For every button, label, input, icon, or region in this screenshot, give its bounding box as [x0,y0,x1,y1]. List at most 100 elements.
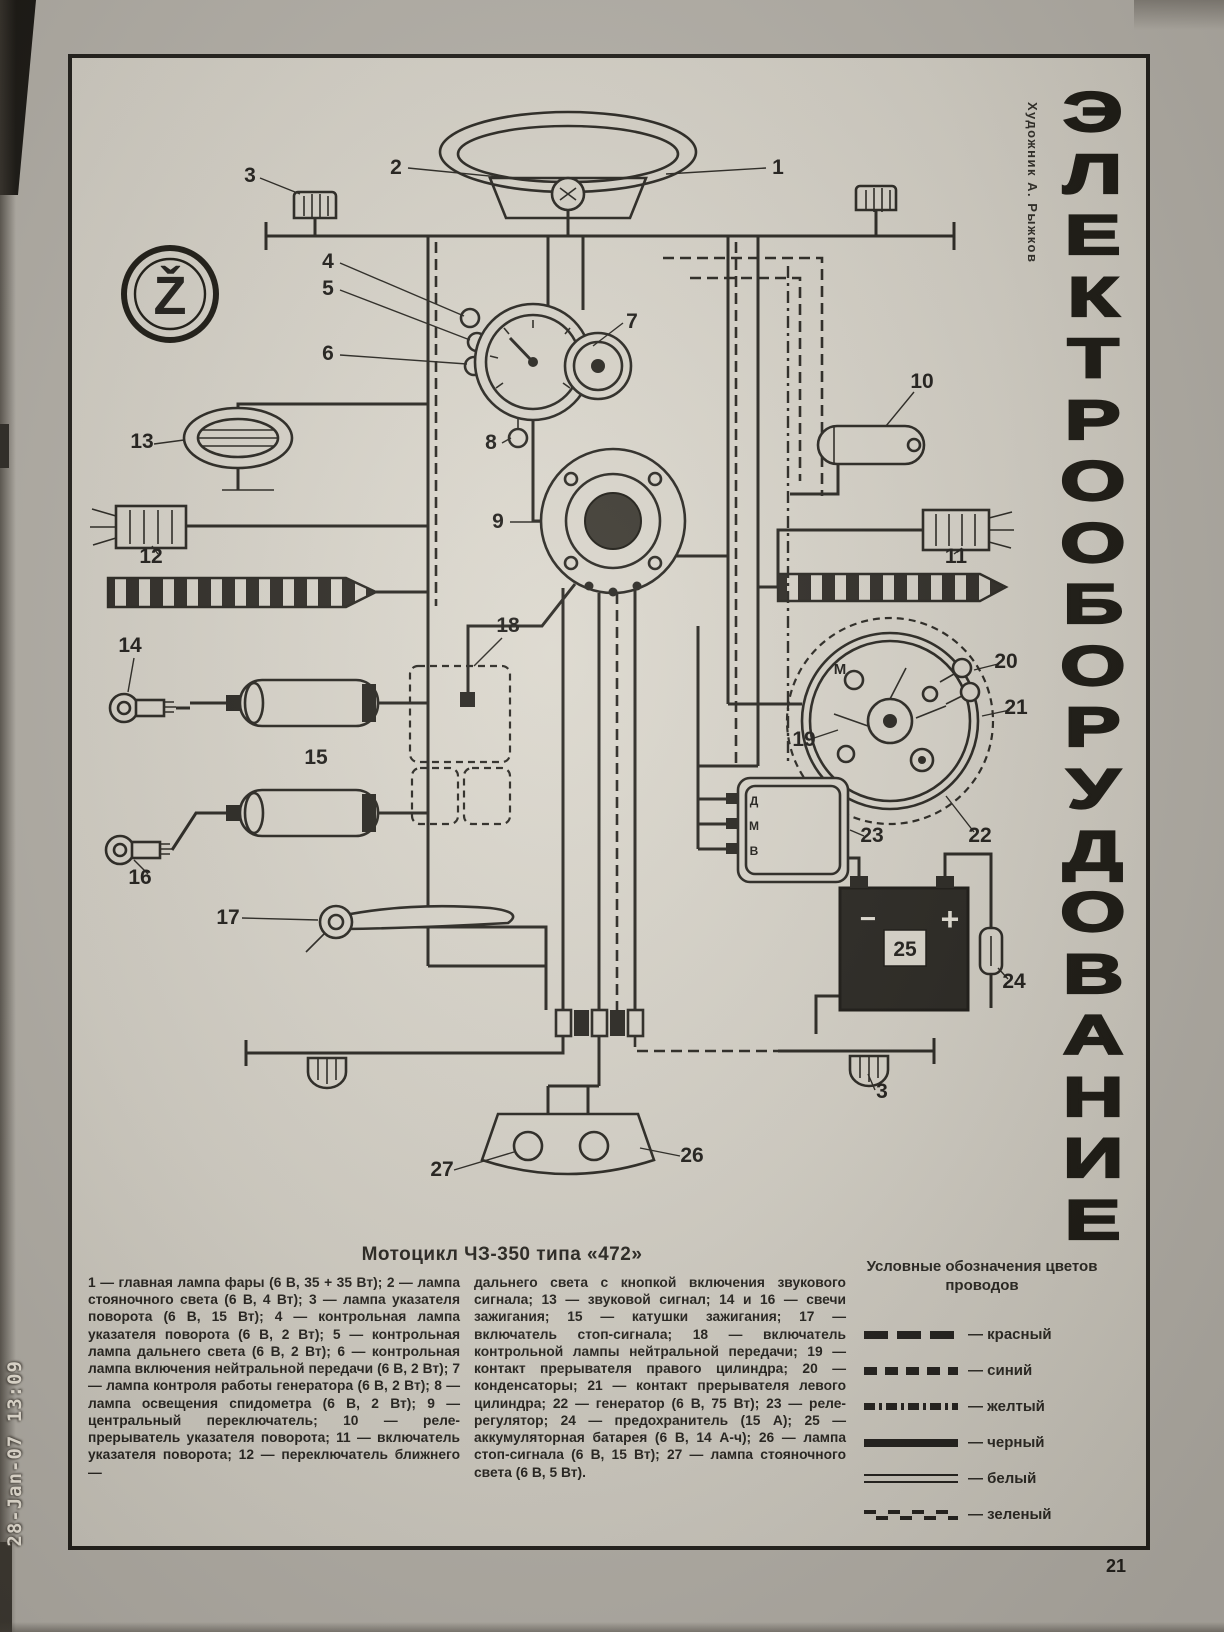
callout-14: 14 [118,634,142,657]
callout-23: 23 [860,824,883,847]
vertical-title-letter: Р [1063,387,1122,451]
scan-shadow-bottom [0,1622,1224,1632]
callout-3: 3 [244,164,256,187]
annotation-text: + [941,901,960,937]
wire-color-entry: — зеленый [864,1506,1116,1523]
wire-color-label: — желтый [968,1398,1045,1415]
flasher-relay [816,424,926,466]
vertical-title-letter: Н [1061,1064,1125,1128]
vertical-title-letter: И [1061,1126,1125,1190]
callout-numbers: 1234567891011121314151617181920212223243… [118,156,1028,1181]
wire-pattern-sample [864,1509,958,1520]
callout-19: 19 [792,728,815,751]
wire-color-entry: — желтый [864,1398,1116,1415]
vertical-title-letter: Д [1061,818,1124,882]
callout-20: 20 [994,650,1017,673]
callout-26: 26 [680,1144,703,1167]
callout-18: 18 [496,614,520,637]
wire-pattern-sample [864,1366,958,1375]
vertical-title-letter: Е [1063,1187,1122,1251]
callout-4: 4 [322,250,334,273]
camera-timestamp: 28-Jan-07 13:09 [4,1360,26,1547]
brake-light-switch [305,904,515,953]
legend-text-left-column: 1 — главная лампа фары (6 В, 35 + 35 Вт)… [88,1275,460,1480]
condenser [951,657,973,679]
callout-8: 8 [485,431,497,454]
callout-22: 22 [968,824,991,847]
callout-12: 12 [139,545,162,568]
rear-right-turn-signal [778,1038,936,1088]
callout-5: 5 [322,277,334,300]
callout-leaders [127,167,1011,1171]
neutral-switch [408,664,512,826]
wire-color-label: — белый [968,1470,1037,1487]
relay-regulator [726,776,850,884]
generator [785,616,995,826]
wiring-diagram: 25 [90,110,1028,1181]
speedo-lamp [507,427,529,449]
callout-10: 10 [910,370,933,393]
wire-pattern-sample [864,1403,958,1410]
front-right-turn-signal [854,184,898,212]
dip-switch-left [90,504,188,550]
scan-mark-left [0,424,9,468]
handlebar-right [776,572,1009,603]
vertical-title-letter: К [1066,264,1121,328]
wire-pattern-sample [864,1330,958,1339]
vertical-title-letter: Е [1063,203,1122,267]
annotation-text: М [834,661,847,678]
vertical-title-letter: Э [1061,80,1124,143]
wire-color-label: — черный [968,1434,1045,1451]
condenser [959,681,981,703]
ignition-coils [226,678,380,838]
wire-color-label: — синий [968,1362,1033,1379]
legend-text-right-column: дальнего света с кнопкой включения звуко… [474,1275,846,1480]
vertical-title-letter: Р [1063,695,1122,759]
vertical-title-letter: О [1059,633,1128,697]
handlebar-left [106,576,379,609]
wire-color-label: — зеленый [968,1506,1052,1523]
vertical-title-letter: О [1059,449,1128,513]
callout-11: 11 [945,545,968,568]
wire-pattern-sample [864,1438,958,1447]
callout-6: 6 [322,342,334,365]
wire-color-entry: — черный [864,1434,1116,1451]
diagram-title: Мотоцикл ЧЗ-350 типа «472» [361,1244,643,1265]
fuse [978,926,1004,976]
wire-color-entry: — красный [864,1326,1116,1343]
wire-color-entry: — белый [864,1470,1116,1487]
callout-15: 15 [304,746,328,769]
vertical-title-letter: Т [1066,326,1121,390]
wire-pattern-sample [864,1474,958,1483]
annotation-text: Д [750,794,759,808]
front-left-turn-signal [292,190,338,220]
callout-2: 2 [390,156,402,179]
turn-switch-right [921,508,1014,552]
tail-lamp [480,1086,656,1176]
annotation-text: В [750,844,759,858]
annotation-text: Ž [154,265,187,326]
annotation-text: − [860,903,876,934]
vertical-title-letter: А [1061,1003,1125,1067]
scan-shadow-bottom-left [0,1542,12,1632]
scan-shadow-top-right [1134,0,1224,30]
annotation-text: М [749,819,759,833]
vertical-title-letter: Л [1062,141,1124,205]
callout-1: 1 [772,156,784,179]
callout-3: 3 [876,1080,888,1103]
connector-block [554,1008,645,1038]
wire-color-entry: — синий [864,1362,1116,1379]
callout-27: 27 [430,1158,453,1181]
battery-number: 25 [893,938,917,961]
scan-shadow-left-edge [0,0,16,1632]
vertical-title-letter: О [1059,880,1128,944]
headlight [438,110,698,220]
wire-color-legend: — красный — синий — желтый — черный — белый —… [864,1326,1116,1542]
callout-17: 17 [216,906,239,929]
artist-credit: Художник А. Рыжков [1025,102,1040,264]
wire-color-label: — красный [968,1326,1052,1343]
wire-color-legend-title: Условные обозначения цветов проводов [866,1258,1098,1294]
